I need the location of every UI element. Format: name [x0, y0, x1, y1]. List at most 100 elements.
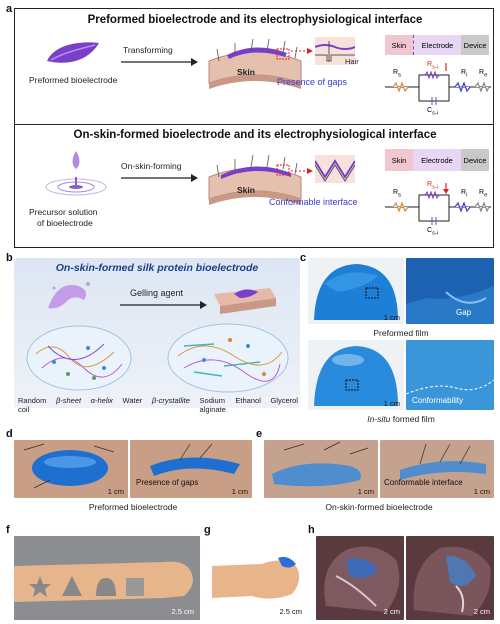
insitu-dome-image: [314, 346, 398, 406]
zoom-dashed-arrow-icon: [291, 48, 313, 54]
legend-beta-sheet: β-sheet: [55, 396, 82, 405]
preformed-bioelectrode-caption: Preformed bioelectrode: [29, 75, 118, 85]
band-skin: Skin: [385, 35, 413, 55]
gel-network-bubble: [167, 323, 289, 393]
panel-b-title: On-skin-formed silk protein bioelectrode: [55, 262, 259, 274]
band-device: Device: [461, 35, 489, 55]
heart-photo-right: 2 cm: [406, 536, 494, 620]
heart-left-scale: 2 cm: [383, 607, 400, 616]
fist-scale: 2.5 cm: [279, 607, 302, 616]
precursor-caption-line1: Precursor solution: [29, 207, 98, 217]
onskin-bioelectrode-photo-caption: On-skin-formed bioelectrode: [325, 502, 433, 512]
hair-label: Hair: [345, 57, 359, 66]
conformable-interface-label: Conformable interface: [269, 197, 358, 207]
conformal-zoom-illustration: [315, 155, 355, 183]
gap-zoom-illustration: [315, 37, 355, 65]
transforming-arrow-icon: [121, 58, 198, 66]
panel-a-top-box: Preformed bioelectrode and its electroph…: [14, 8, 494, 126]
liquid-splash-illustration: [48, 282, 90, 309]
preformed-left-scale: 1 cm: [107, 487, 124, 496]
legend-glycerol: Glycerol: [270, 396, 298, 405]
onskin-left-scale: 1 cm: [357, 487, 374, 496]
onskin-electrode-photo-right: Conformable interface 1 cm: [380, 440, 494, 498]
panel-label-e: e: [256, 428, 263, 440]
transforming-label: Transforming: [123, 45, 173, 55]
legend-ethanol: Ethanol: [235, 396, 261, 405]
circuit-re-label-2: Re: [479, 189, 488, 199]
arm-with-shapes-image: [14, 536, 200, 620]
gelling-arrow-icon: [120, 301, 207, 309]
fist-photo: 2.5 cm: [212, 536, 306, 620]
band-electrode: Electrode: [412, 35, 462, 55]
panel-label-h: h: [308, 524, 315, 536]
panel-label-g: g: [204, 524, 211, 536]
preformed-right-scale: 1 cm: [231, 487, 248, 496]
heart-left-image: [316, 536, 404, 620]
panel-a-bottom-box: On-skin-formed bioelectrode and its elec…: [14, 124, 494, 248]
insitu-film-photo: 1 cm: [308, 340, 404, 410]
preformed-electrode-gap-image: [130, 440, 252, 498]
gap-zoom-photo: Gap: [406, 258, 494, 324]
preformed-film-photo: 1 cm: [308, 258, 404, 324]
circuit-rs-label: Rs: [393, 69, 401, 79]
panel-label-f: f: [6, 524, 10, 536]
skin-with-electrode-illustration: [208, 38, 302, 89]
circuit-csi-label: Cs-i: [427, 107, 439, 117]
precursor-caption-line2: of bioelectrode: [37, 218, 93, 228]
gap-label: Gap: [456, 308, 472, 317]
panel-label-b: b: [6, 252, 13, 264]
heart-photo-left: 2 cm: [316, 536, 404, 620]
panel-a-bottom-title: On-skin-formed bioelectrode and its elec…: [73, 129, 437, 141]
circuit-rsi-label: Rs-i: [427, 61, 439, 71]
top-skin-label: Skin: [237, 67, 255, 77]
arm-shapes-photo: 2.5 cm: [14, 536, 200, 620]
on-skin-forming-label: On-skin-forming: [121, 161, 182, 171]
heart-right-scale: 2 cm: [473, 607, 490, 616]
preformed-bioelectrode-photo-caption: Preformed bioelectrode: [88, 502, 178, 512]
gelling-agent-label: Gelling agent: [130, 288, 184, 298]
onskin-electrode-interface-image: [380, 440, 494, 498]
legend-water: Water: [122, 396, 143, 405]
precursor-droplet-illustration: [45, 151, 107, 196]
presence-of-gaps-photo-label: Presence of gaps: [136, 478, 199, 487]
circuit-ri-label-2: Ri: [461, 189, 468, 199]
insitu-film-caption: In-situ formed film: [367, 414, 435, 424]
preformed-film-scale: 1 cm: [383, 313, 400, 322]
top-interface-band: Skin Electrode Device: [385, 35, 489, 55]
skin-with-conformal-electrode-illustration: [208, 154, 302, 205]
onskin-electrode-photo-left: 1 cm: [264, 440, 378, 498]
conformability-zoom-photo: Conformability: [406, 340, 494, 410]
onskin-right-scale: 1 cm: [473, 487, 490, 496]
conformable-interface-photo-label: Conformable interface: [384, 478, 463, 487]
conformability-zoom-image: [406, 379, 494, 395]
gap-zoom-image: [406, 258, 494, 304]
preformed-dome-image: [314, 264, 398, 320]
heart-right-image: [406, 536, 494, 620]
presence-of-gaps-label: Presence of gaps: [277, 77, 348, 87]
on-skin-forming-arrow-icon: [121, 174, 198, 182]
band-electrode-2: Electrode: [413, 149, 461, 171]
preformed-electrode-photo-left: 1 cm: [14, 440, 128, 498]
zoom-dashed-arrow-icon-2: [291, 168, 313, 174]
circuit-rs-label-2: Rs: [393, 189, 401, 199]
insitu-film-scale: 1 cm: [383, 399, 400, 408]
panel-b-background: On-skin-formed silk protein bioelectrode…: [14, 258, 300, 414]
precursor-network-bubble: [26, 325, 132, 391]
onskin-electrode-arm-image: [264, 440, 378, 498]
circuit-csi-label-2: Cs-i: [427, 227, 439, 237]
panel-label-c: c: [300, 252, 307, 264]
top-equivalent-circuit: [385, 63, 491, 105]
bottom-equivalent-circuit: [385, 183, 491, 225]
circuit-rsi-label-2: Rs-i: [427, 181, 439, 191]
legend-beta-crystallite: β-crystallite: [151, 396, 190, 405]
circuit-ri-label: Ri: [461, 69, 468, 79]
conformability-label: Conformability: [412, 396, 464, 405]
preformed-electrode-illustration: [47, 42, 99, 63]
band-skin-2: Skin: [385, 149, 413, 171]
circuit-re-label: Re: [479, 69, 488, 79]
legend-alpha-helix: α-helix: [90, 396, 113, 405]
panel-label-d: d: [6, 428, 13, 440]
